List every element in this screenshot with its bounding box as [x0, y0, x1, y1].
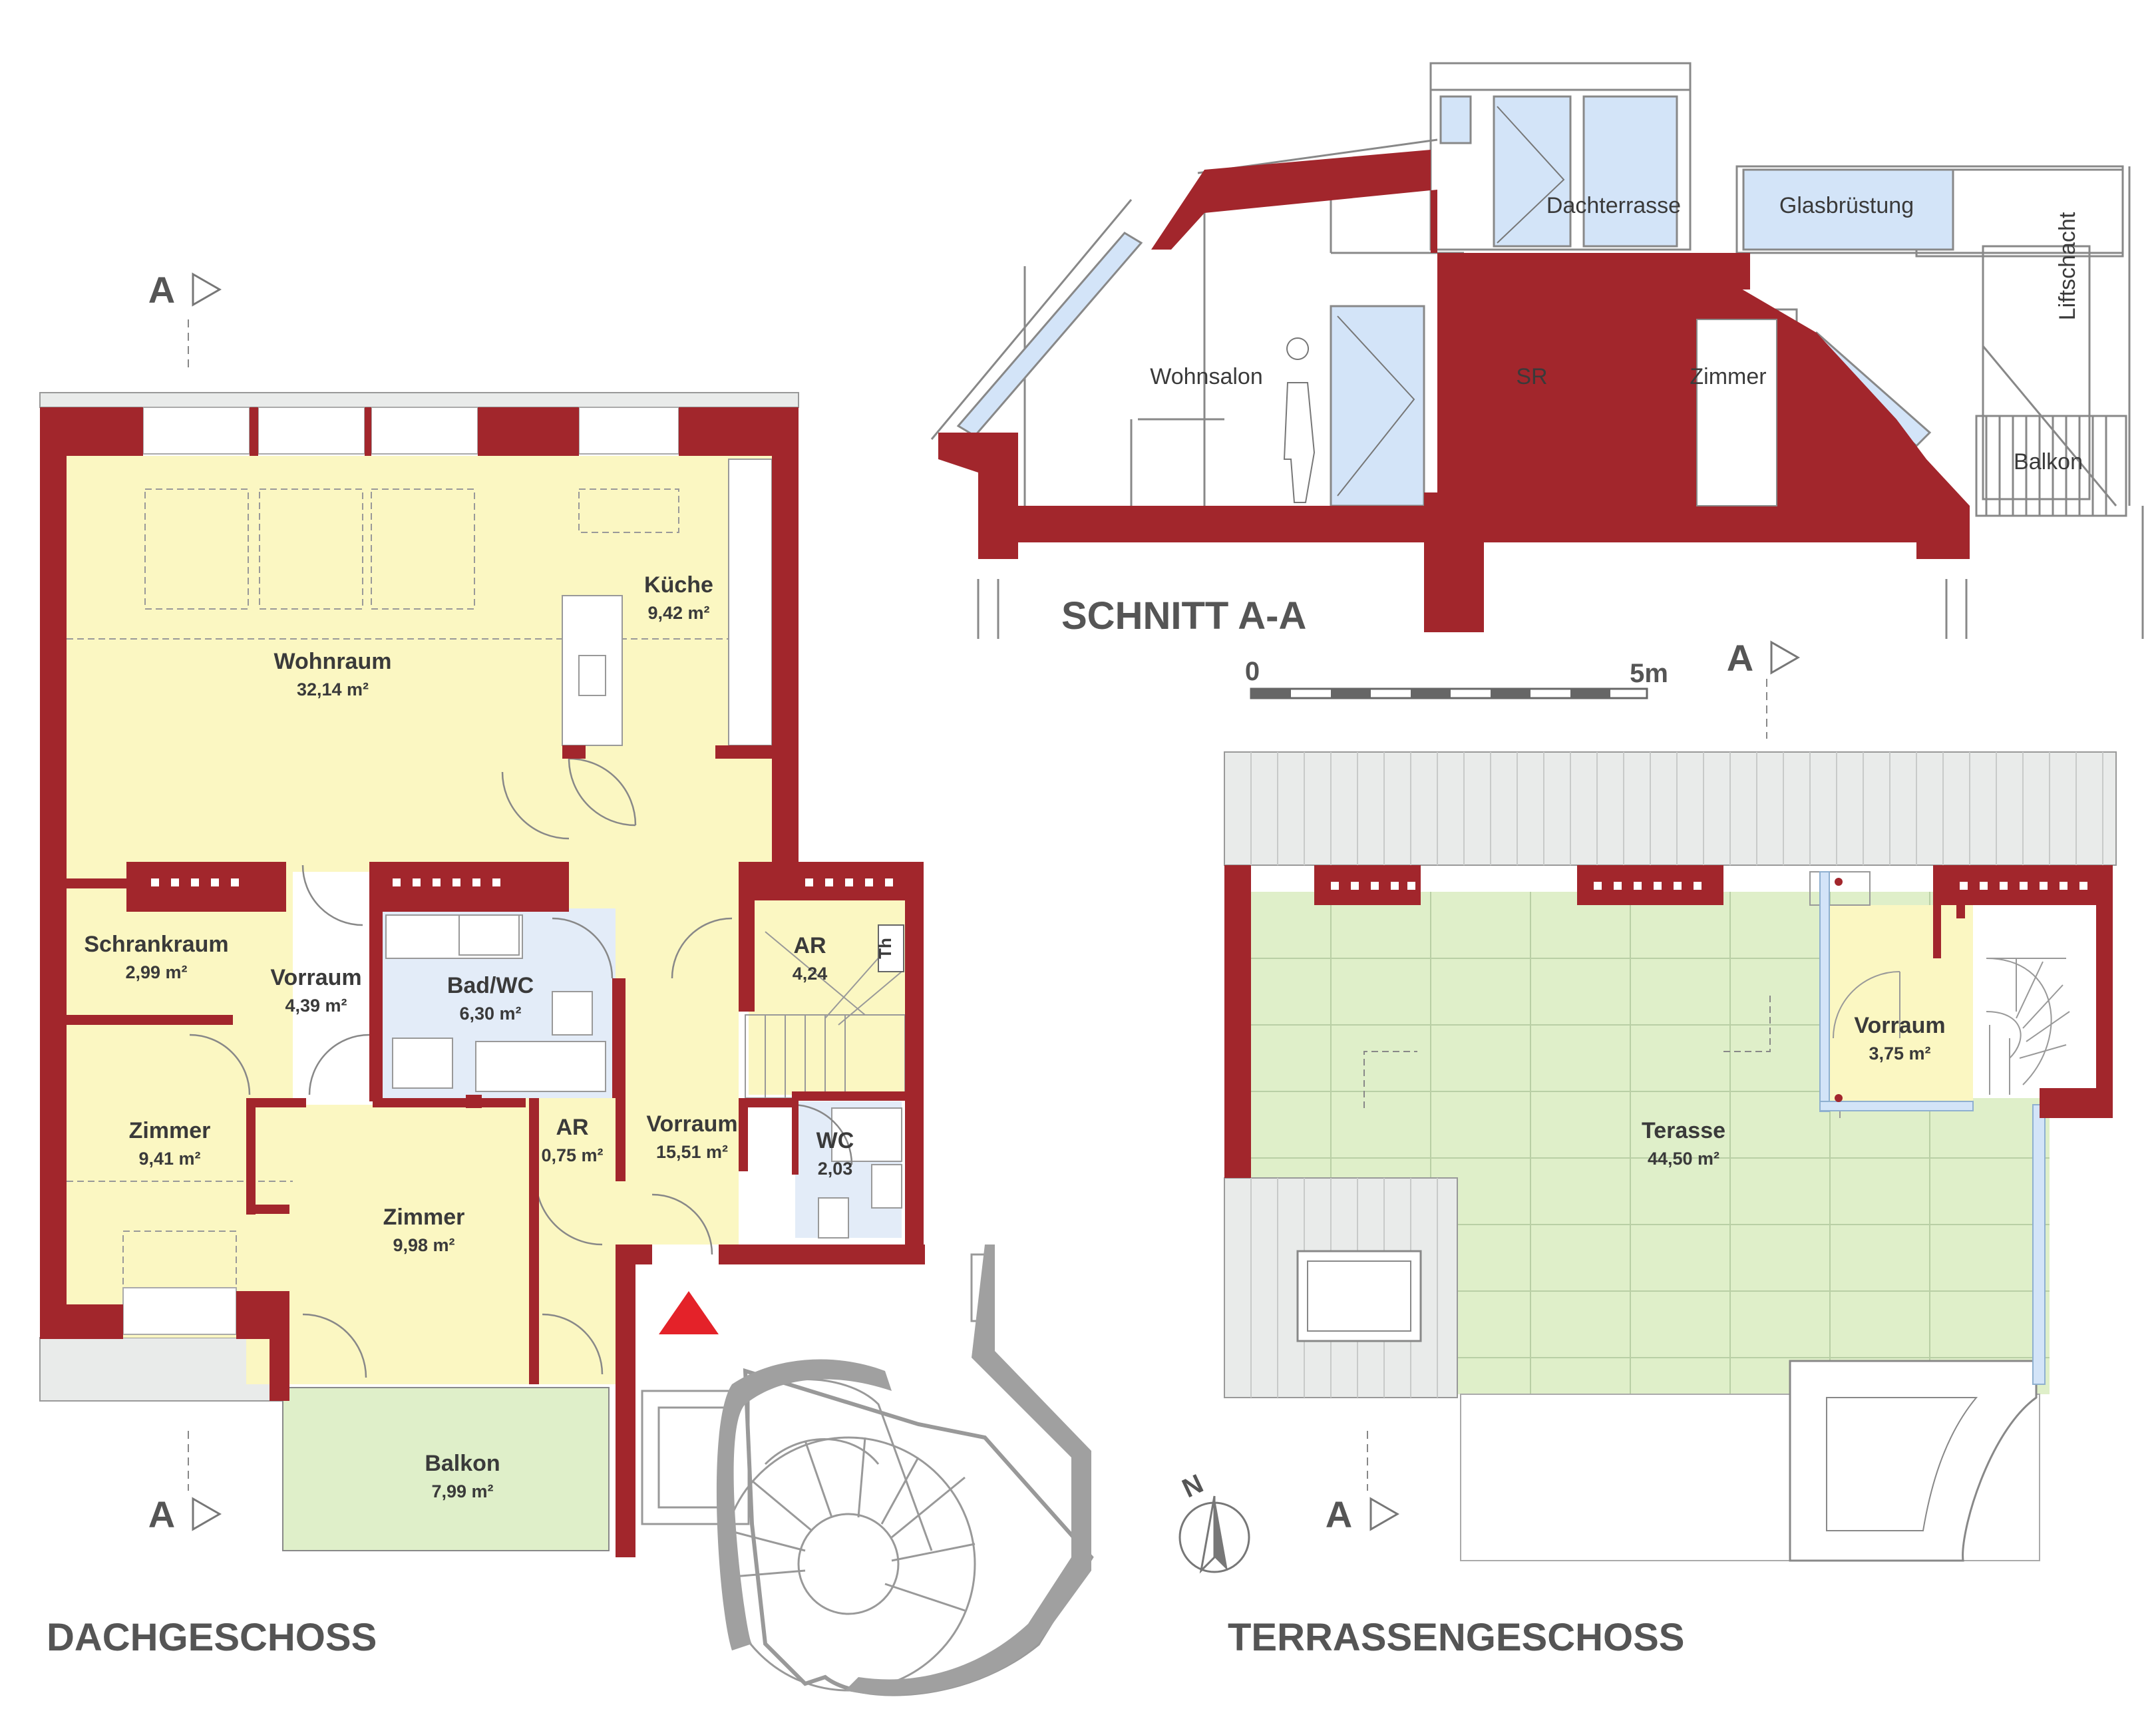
section-marker-label: A	[1326, 1493, 1352, 1535]
dg-walls	[40, 407, 925, 1557]
north-label: N	[1178, 1469, 1208, 1503]
section-label-dachterrasse: Dachterrasse	[1546, 193, 1681, 218]
tg-room-vorraum-area: 3,75 m²	[1869, 1044, 1930, 1063]
dg-stair-tag: Th	[875, 938, 895, 959]
room-ar-small-area: 0,75 m²	[541, 1145, 603, 1165]
section-markers: A A A A	[148, 269, 1801, 1535]
dachgeschoss-title: DACHGESCHOSS	[47, 1616, 377, 1659]
section-drawing: Dachterrasse Glasbrüstung Liftschacht Wo…	[930, 62, 2144, 639]
section-marker-label: A	[148, 1493, 175, 1535]
room-ar-small-name: AR	[556, 1115, 588, 1140]
room-vorraum-large-name: Vorraum	[646, 1111, 737, 1137]
room-ar-stair-name: AR	[793, 933, 826, 958]
tg-room-terasse-area: 44,50 m²	[1648, 1149, 1719, 1169]
dg-balcony-floor	[282, 1387, 610, 1551]
room-wc-area: 2,03	[818, 1159, 853, 1179]
room-balkon-name: Balkon	[425, 1451, 500, 1476]
tg-room-vorraum-name: Vorraum	[1854, 1013, 1945, 1038]
section-label-sr: SR	[1516, 364, 1547, 389]
room-vorraum-large-area: 15,51 m²	[656, 1142, 728, 1162]
terrassengeschoss-plan: Vorraum 3,75 m² Terasse 44,50 m² TERRASS…	[1224, 751, 2117, 1659]
section-arrow-icon	[1369, 1497, 1400, 1531]
room-zimmer-center-area: 9,98 m²	[393, 1235, 454, 1255]
room-zimmer-left-area: 9,41 m²	[138, 1149, 200, 1169]
room-kueche-area: 9,42 m²	[647, 603, 709, 623]
section-arrow-icon	[192, 1497, 222, 1531]
scale-bar: 0 5m	[1245, 657, 1668, 699]
section-label-glasbruestung: Glasbrüstung	[1779, 193, 1914, 218]
section-label-liftschacht: Liftschacht	[2055, 212, 2080, 320]
section-marker-label: A	[1727, 637, 1753, 679]
section-label-balkon: Balkon	[2014, 449, 2083, 475]
terrassengeschoss-title: TERRASSENGESCHOSS	[1228, 1616, 1684, 1659]
scale-end: 5m	[1630, 659, 1668, 688]
section-label-zimmer: Zimmer	[1690, 364, 1766, 389]
north-arrow-icon: N	[1178, 1469, 1250, 1574]
room-vorraum-small-area: 4,39 m²	[285, 996, 347, 1016]
room-schrankraum-name: Schrankraum	[84, 932, 228, 957]
room-wohnraum-area: 32,14 m²	[297, 679, 369, 699]
tg-room-terasse-name: Terasse	[1642, 1118, 1725, 1143]
room-vorraum-small-name: Vorraum	[270, 965, 361, 990]
room-kueche-name: Küche	[644, 572, 713, 598]
section-arrow-icon	[1770, 640, 1801, 675]
section-arrow-icon	[192, 272, 222, 307]
room-bad-wc-name: Bad/WC	[447, 973, 534, 998]
room-zimmer-center-name: Zimmer	[383, 1205, 465, 1230]
room-schrankraum-area: 2,99 m²	[125, 962, 187, 982]
section-marker-label: A	[148, 269, 175, 311]
room-bad-wc-area: 6,30 m²	[459, 1004, 521, 1024]
room-ar-stair-area: 4,24	[793, 964, 828, 984]
scale-start: 0	[1245, 657, 1260, 686]
section-title: SCHNITT A-A	[1061, 594, 1306, 638]
room-balkon-area: 7,99 m²	[431, 1481, 493, 1501]
section-label-wohnsalon: Wohnsalon	[1150, 364, 1263, 389]
room-wc-name: WC	[816, 1128, 854, 1153]
entry-triangle-icon	[659, 1291, 719, 1334]
dachgeschoss-plan: Th Küche 9,42 m² Wohnraum 32,14 m² Schra…	[39, 392, 1094, 1696]
room-wohnraum-name: Wohnraum	[274, 649, 392, 674]
room-zimmer-left-name: Zimmer	[129, 1118, 211, 1143]
